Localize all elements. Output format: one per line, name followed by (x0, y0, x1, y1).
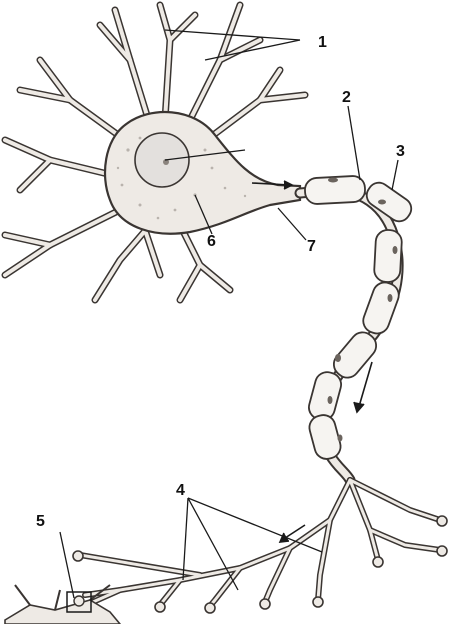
label-7: 7 (307, 238, 316, 255)
label-4: 4 (176, 482, 185, 499)
label-2: 2 (342, 89, 351, 106)
nucleus (135, 133, 189, 187)
label-1: 1 (318, 34, 327, 51)
label-3: 3 (396, 143, 405, 160)
label-5: 5 (36, 513, 45, 530)
label-6: 6 (207, 233, 216, 250)
